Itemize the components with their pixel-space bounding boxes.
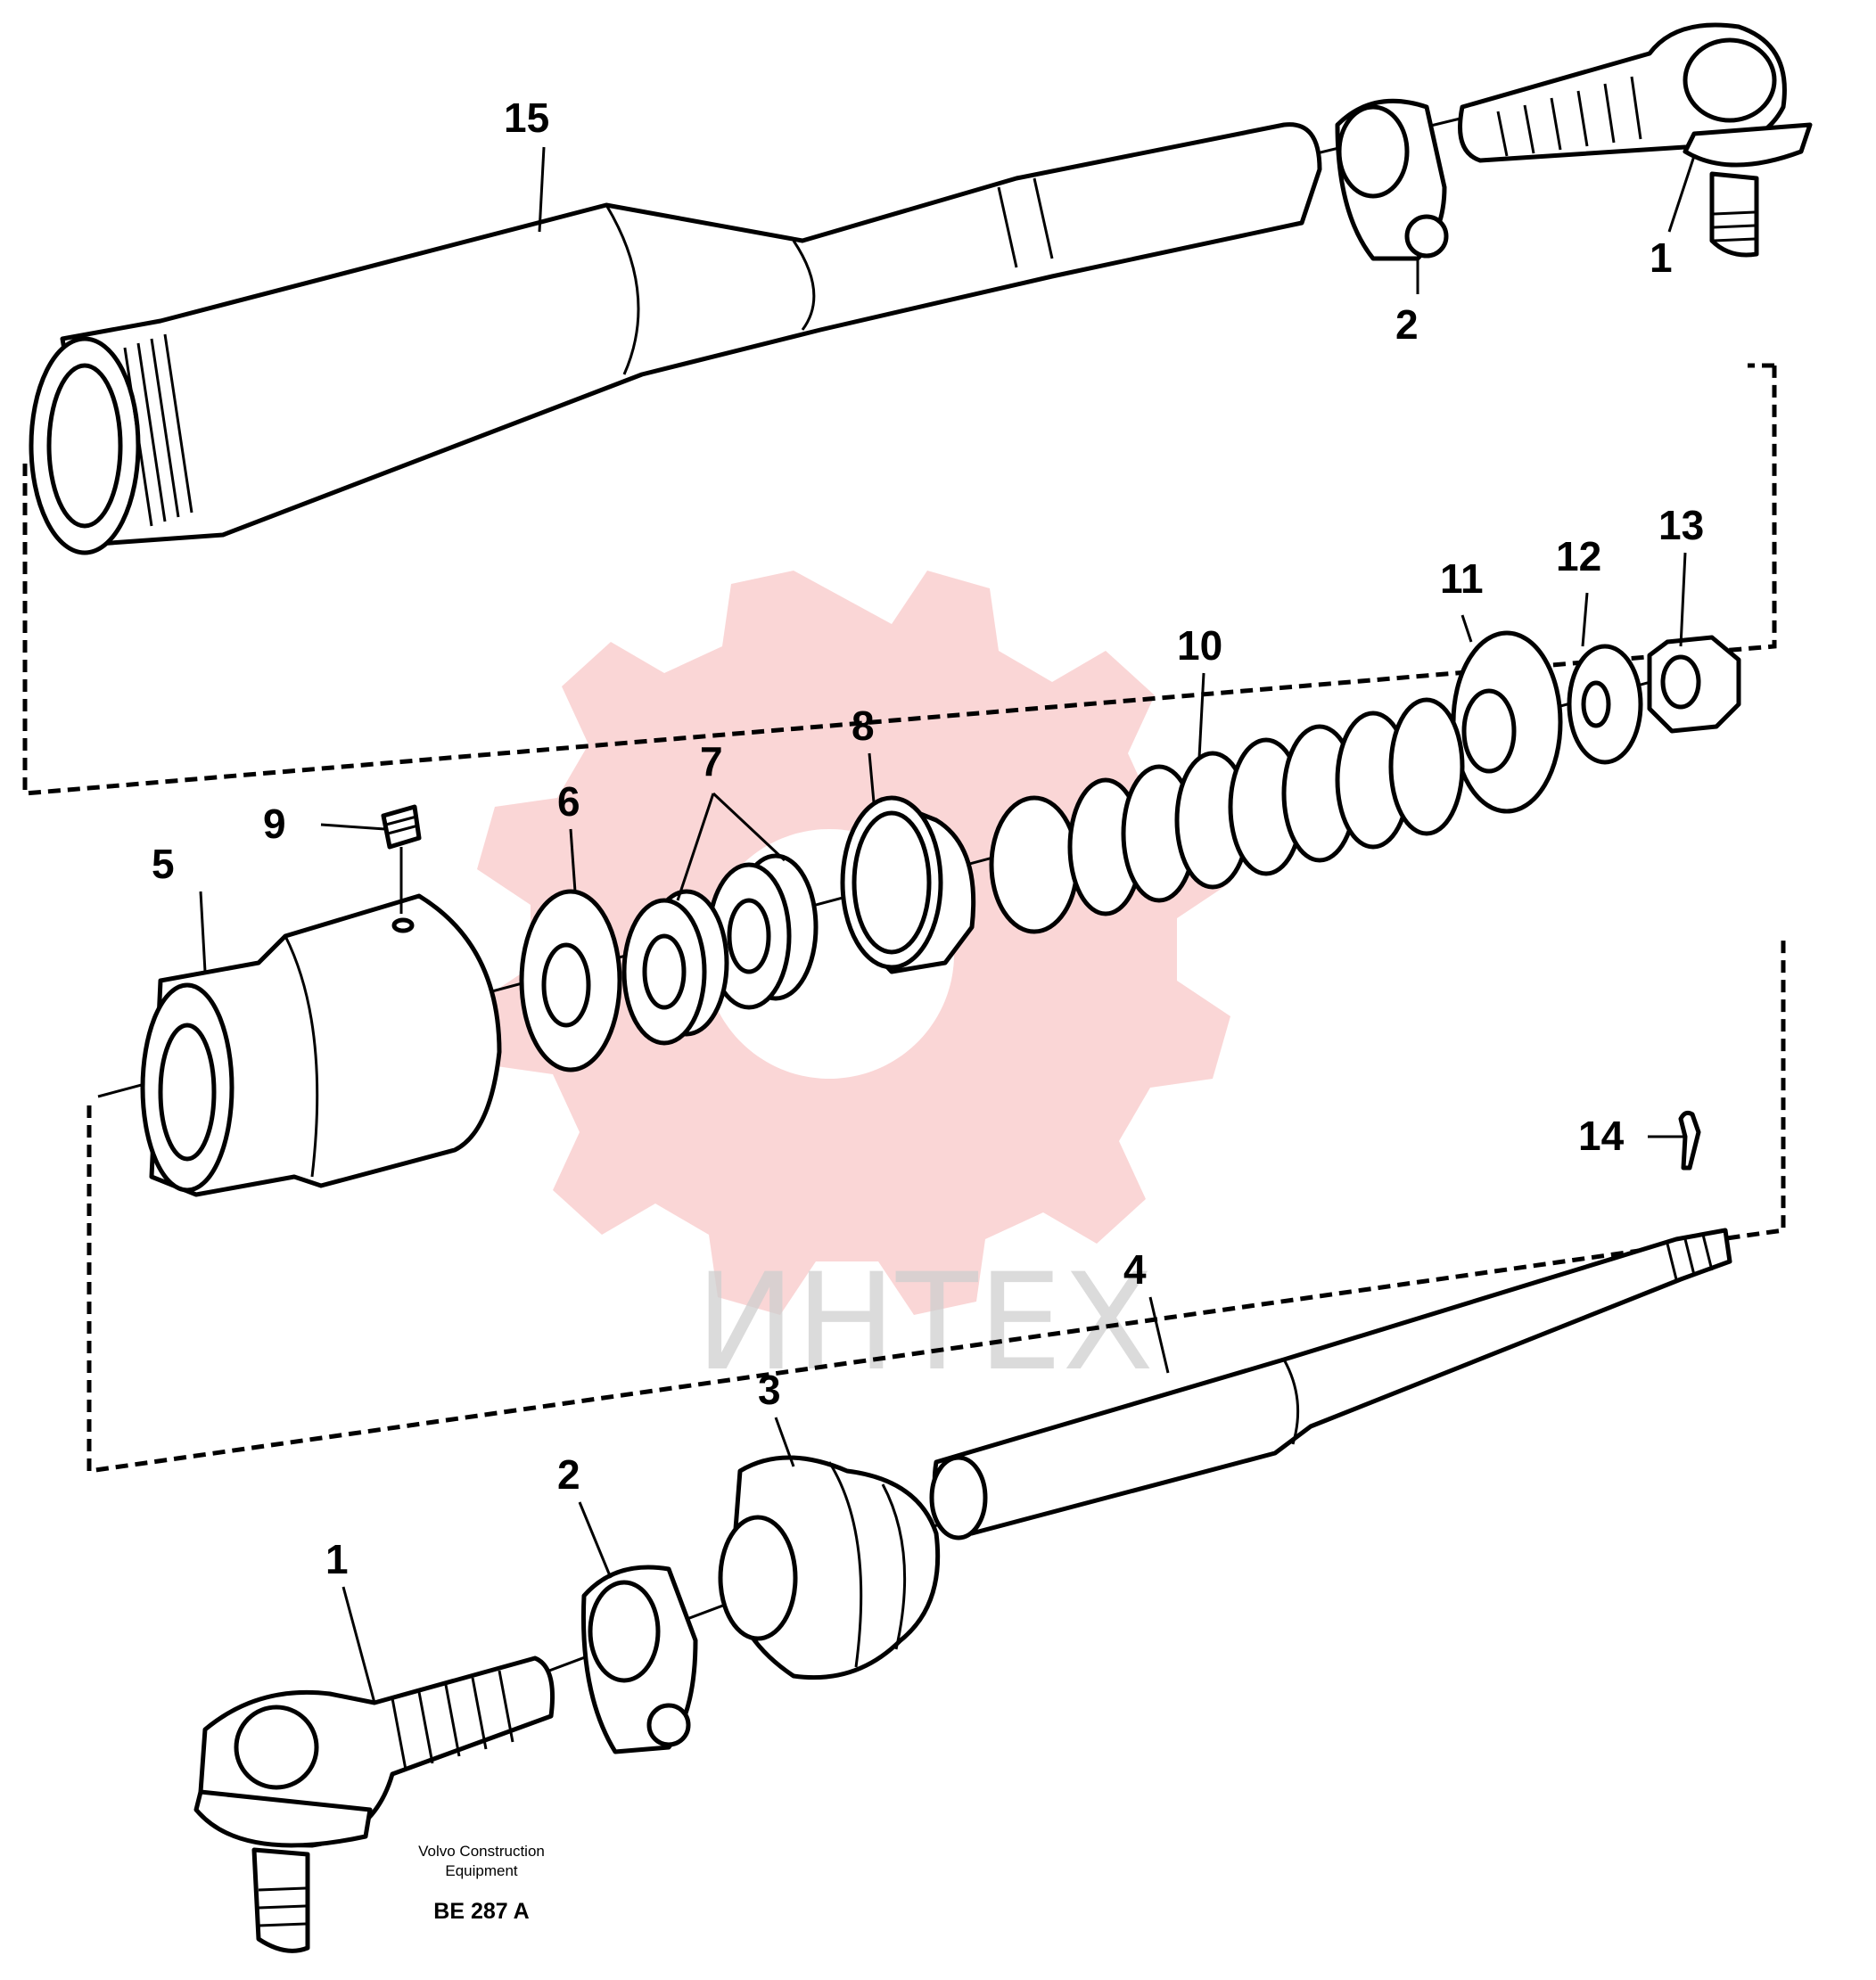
callout-12: 12 bbox=[1556, 533, 1601, 579]
callout-13: 13 bbox=[1658, 502, 1704, 548]
upper-assembly-outline bbox=[22, 363, 1777, 796]
part-2-clamp-top bbox=[1335, 98, 1449, 261]
part-9-set-screw bbox=[381, 804, 422, 850]
callout-3: 3 bbox=[758, 1367, 781, 1413]
callout-2-top: 2 bbox=[1395, 301, 1419, 348]
part-10-spring bbox=[989, 697, 1465, 934]
watermark-text: ИНТЕХ bbox=[695, 1245, 1154, 1401]
callout-11: 11 bbox=[1440, 555, 1484, 602]
part-2-clamp-bottom bbox=[580, 1565, 698, 1754]
caption-maker-line2: Equipment bbox=[445, 1862, 518, 1879]
callout-5: 5 bbox=[152, 841, 175, 887]
callout-14: 14 bbox=[1578, 1113, 1625, 1159]
part-15-tube bbox=[29, 122, 1322, 555]
watermark-gear-icon bbox=[477, 571, 1230, 1315]
callout-2-bottom: 2 bbox=[557, 1451, 580, 1498]
part-7-seal-pair bbox=[621, 853, 819, 1046]
part-5-piston-housing bbox=[140, 893, 502, 1197]
part-11-spring-seat bbox=[1451, 630, 1563, 814]
callout-8: 8 bbox=[852, 702, 875, 749]
part-3-boot bbox=[718, 1455, 941, 1680]
callout-7: 7 bbox=[700, 738, 723, 785]
callout-9: 9 bbox=[263, 801, 286, 847]
callout-1-top: 1 bbox=[1650, 234, 1673, 281]
part-1-ball-joint-bottom bbox=[193, 1655, 555, 1953]
part-12-washer bbox=[1567, 644, 1643, 765]
part-4-rod bbox=[929, 1228, 1732, 1540]
callout-1-bottom: 1 bbox=[325, 1536, 349, 1582]
leader-lines bbox=[199, 146, 1696, 1704]
part-6-washer bbox=[519, 889, 622, 1072]
callout-4: 4 bbox=[1123, 1246, 1147, 1293]
part-1-ball-joint-top bbox=[1458, 22, 1813, 258]
part-14-split-pin bbox=[1678, 1110, 1701, 1171]
callout-6: 6 bbox=[557, 778, 580, 825]
caption-maker-line1: Volvo Construction bbox=[418, 1843, 545, 1860]
callout-15: 15 bbox=[504, 94, 549, 141]
lower-assembly-outline bbox=[86, 936, 1786, 1474]
part-13-nut bbox=[1647, 635, 1741, 734]
caption-code: BE 287 A bbox=[433, 1899, 529, 1924]
callout-10: 10 bbox=[1177, 622, 1222, 669]
part-8-bushing bbox=[840, 795, 976, 974]
